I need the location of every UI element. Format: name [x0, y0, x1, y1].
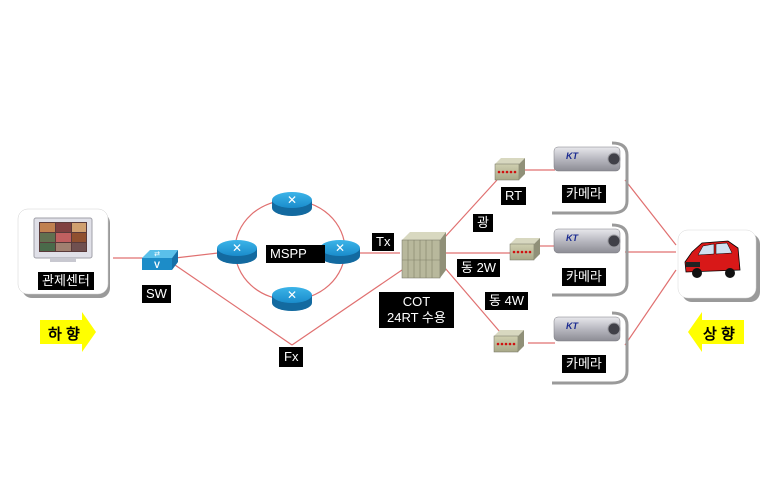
camera-label-3: 카메라	[562, 355, 606, 373]
rt-label: RT	[501, 187, 527, 205]
svg-text:✕: ✕	[335, 241, 345, 255]
monitor-icon	[33, 217, 93, 262]
vehicle-node	[677, 229, 760, 302]
fx-label: Fx	[279, 347, 304, 367]
svg-text:⇄: ⇄	[154, 251, 160, 258]
svg-text:KT: KT	[566, 321, 579, 331]
optical-link-label: 광	[473, 214, 493, 232]
router-icon: ✕	[320, 240, 360, 264]
svg-text:KT: KT	[566, 151, 579, 161]
switch-label: SW	[142, 285, 171, 303]
link-cam1-car	[624, 179, 677, 246]
camera-node-1: KT	[552, 141, 629, 215]
upstream-label: 상 향	[703, 326, 735, 343]
downstream-label: 하 향	[48, 326, 80, 343]
link-fx-cot	[291, 269, 403, 346]
link-cam3-car	[624, 269, 677, 346]
cot-label: COT 24RT 수용	[379, 292, 454, 328]
link-cot-rt1	[444, 179, 498, 238]
mspp-routers: ✕ ✕ ✕ ✕	[217, 192, 360, 311]
copper-4w-label: 동 4W	[485, 292, 529, 310]
camera-node-3: KT	[552, 311, 629, 385]
cot-rack-icon	[401, 232, 446, 279]
svg-text:V: V	[154, 260, 160, 270]
router-icon: ✕	[272, 287, 312, 311]
camera-label-2: 카메라	[562, 268, 606, 286]
copper-2w-label: 동 2W	[457, 259, 501, 277]
link-switch-mspp	[174, 252, 219, 259]
downstream-arrow	[40, 312, 96, 352]
svg-text:✕: ✕	[232, 241, 242, 255]
switch-icon: ⇄ V	[142, 250, 178, 270]
upstream-arrow	[688, 312, 744, 352]
control-center-label: 관제센터	[38, 272, 94, 290]
tx-label: Tx	[372, 233, 395, 251]
camera-label-1: 카메라	[562, 185, 606, 203]
rt-box-icon	[509, 238, 540, 261]
rt-box-icon	[493, 330, 524, 353]
link-cot-rt3	[444, 267, 501, 333]
camera-icon: KT	[553, 228, 621, 254]
svg-text:✕: ✕	[287, 288, 297, 302]
camera-icon: KT	[553, 316, 621, 342]
link-switch-fx	[174, 264, 293, 346]
svg-text:✕: ✕	[287, 193, 297, 207]
router-icon: ✕	[217, 240, 257, 264]
mspp-label: MSPP	[266, 245, 325, 263]
camera-node-2: KT	[552, 223, 629, 297]
car-icon	[684, 240, 741, 278]
router-icon: ✕	[272, 192, 312, 216]
svg-text:KT: KT	[566, 233, 579, 243]
camera-icon: KT	[553, 146, 621, 172]
rt-box-icon	[494, 158, 525, 181]
